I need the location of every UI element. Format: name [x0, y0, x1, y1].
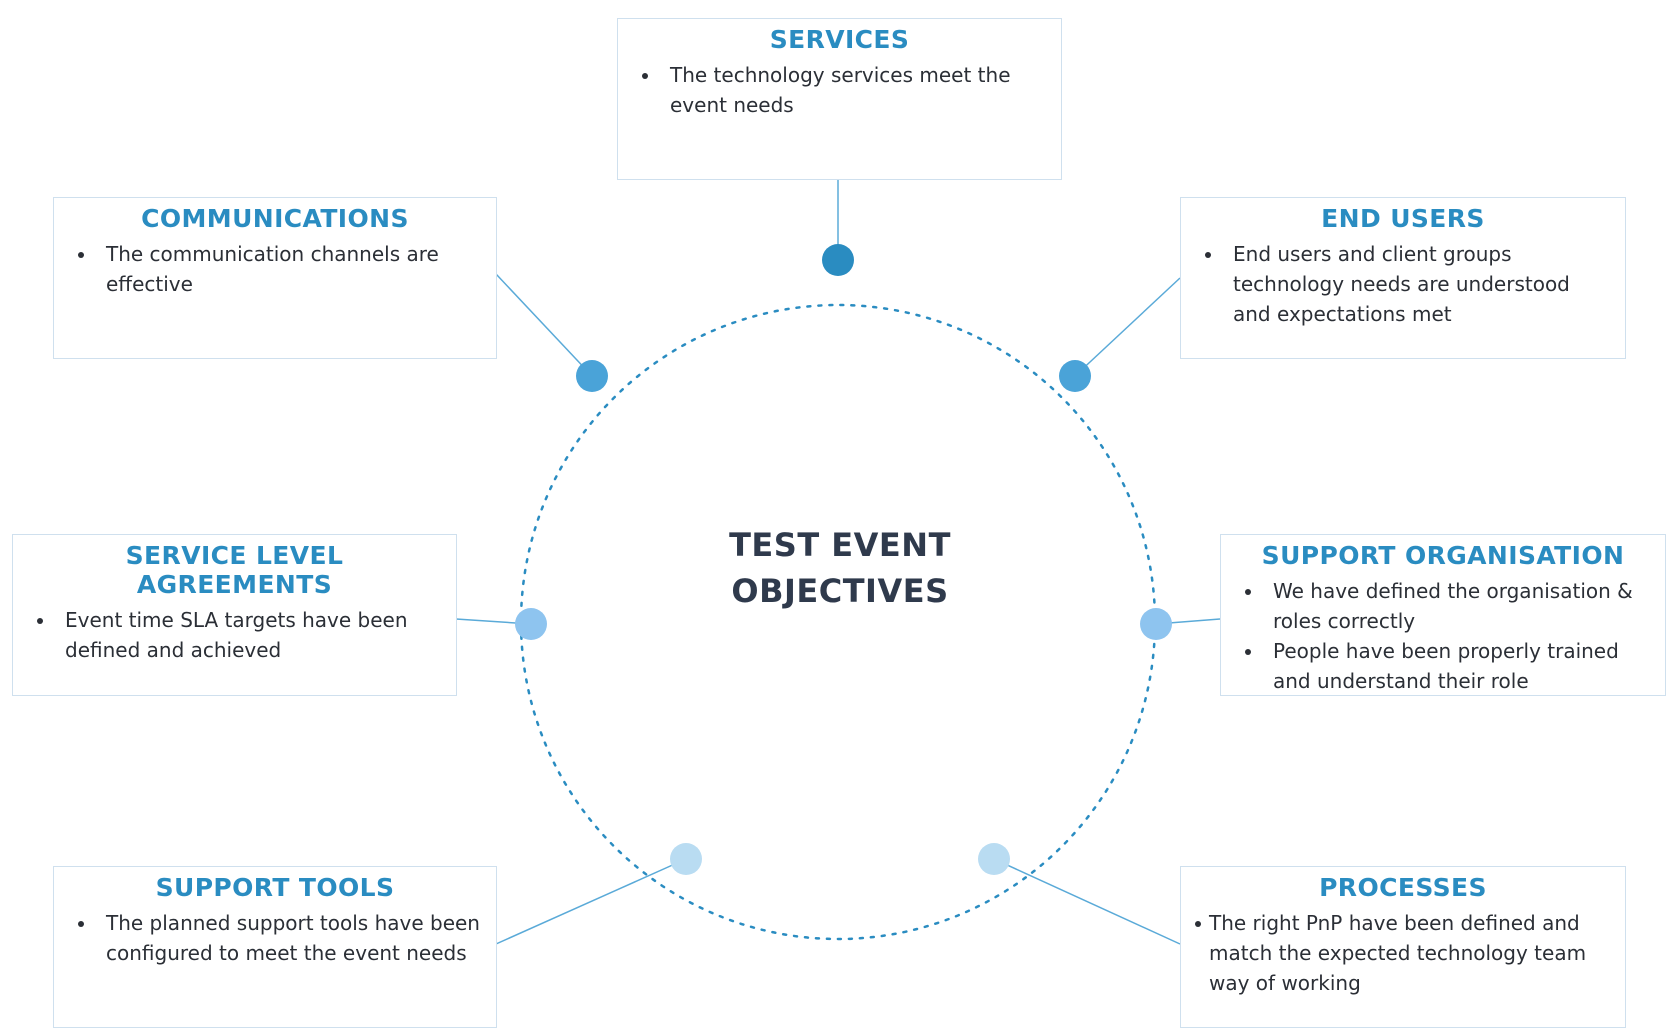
- connector-end-users: [1074, 277, 1181, 377]
- services-bullets: The technology services meet the event n…: [632, 60, 1047, 120]
- support-tools-bullets: The planned support tools have been conf…: [68, 908, 482, 968]
- list-item: The right PnP have been defined and matc…: [1195, 908, 1611, 998]
- list-item: We have defined the organisation & roles…: [1235, 576, 1651, 636]
- processes-bullets: The right PnP have been defined and matc…: [1195, 908, 1611, 998]
- end-users-bullets: End users and client groups technology n…: [1195, 239, 1611, 329]
- support-tools-box: SUPPORT TOOLS The planned support tools …: [53, 866, 497, 1028]
- center-title: TEST EVENT OBJECTIVES: [690, 522, 990, 614]
- connector-communications: [495, 273, 593, 377]
- communications-title: COMMUNICATIONS: [141, 204, 409, 233]
- support-org-bullets: We have defined the organisation & roles…: [1235, 576, 1651, 696]
- list-item: Event time SLA targets have been defined…: [27, 605, 442, 665]
- services-box: SERVICES The technology services meet th…: [617, 18, 1062, 180]
- processes-title: PROCESSES: [1319, 873, 1487, 902]
- node-communications: [576, 360, 608, 392]
- support-org-box: SUPPORT ORGANISATION We have defined the…: [1220, 534, 1666, 696]
- objectives-ring: [519, 303, 1157, 941]
- node-support-tools: [670, 843, 702, 875]
- connector-support-tools: [495, 858, 687, 945]
- connector-processes: [993, 858, 1181, 945]
- list-item: End users and client groups technology n…: [1195, 239, 1611, 329]
- node-processes: [978, 843, 1010, 875]
- center-title-line2: OBJECTIVES: [731, 572, 949, 610]
- list-item: The planned support tools have been conf…: [68, 908, 482, 968]
- support-tools-title: SUPPORT TOOLS: [155, 873, 395, 902]
- communications-bullets: The communication channels are effective: [68, 239, 482, 299]
- list-item: The communication channels are effective: [68, 239, 482, 299]
- node-services: [822, 244, 854, 276]
- list-item: People have been properly trained and un…: [1235, 636, 1651, 696]
- services-title: SERVICES: [769, 25, 910, 54]
- communications-box: COMMUNICATIONS The communication channel…: [53, 197, 497, 359]
- end-users-title: END USERS: [1321, 204, 1485, 233]
- end-users-box: END USERS End users and client groups te…: [1180, 197, 1626, 359]
- sla-box: SERVICE LEVEL AGREEMENTS Event time SLA …: [12, 534, 457, 696]
- sla-title: SERVICE LEVEL AGREEMENTS: [125, 541, 344, 599]
- sla-bullets: Event time SLA targets have been defined…: [27, 605, 442, 665]
- node-end-users: [1059, 360, 1091, 392]
- list-item: The technology services meet the event n…: [632, 60, 1047, 120]
- node-sla: [515, 608, 547, 640]
- node-support-org: [1140, 608, 1172, 640]
- processes-box: PROCESSES The right PnP have been define…: [1180, 866, 1626, 1028]
- center-title-line1: TEST EVENT: [729, 526, 951, 564]
- support-org-title: SUPPORT ORGANISATION: [1261, 541, 1625, 570]
